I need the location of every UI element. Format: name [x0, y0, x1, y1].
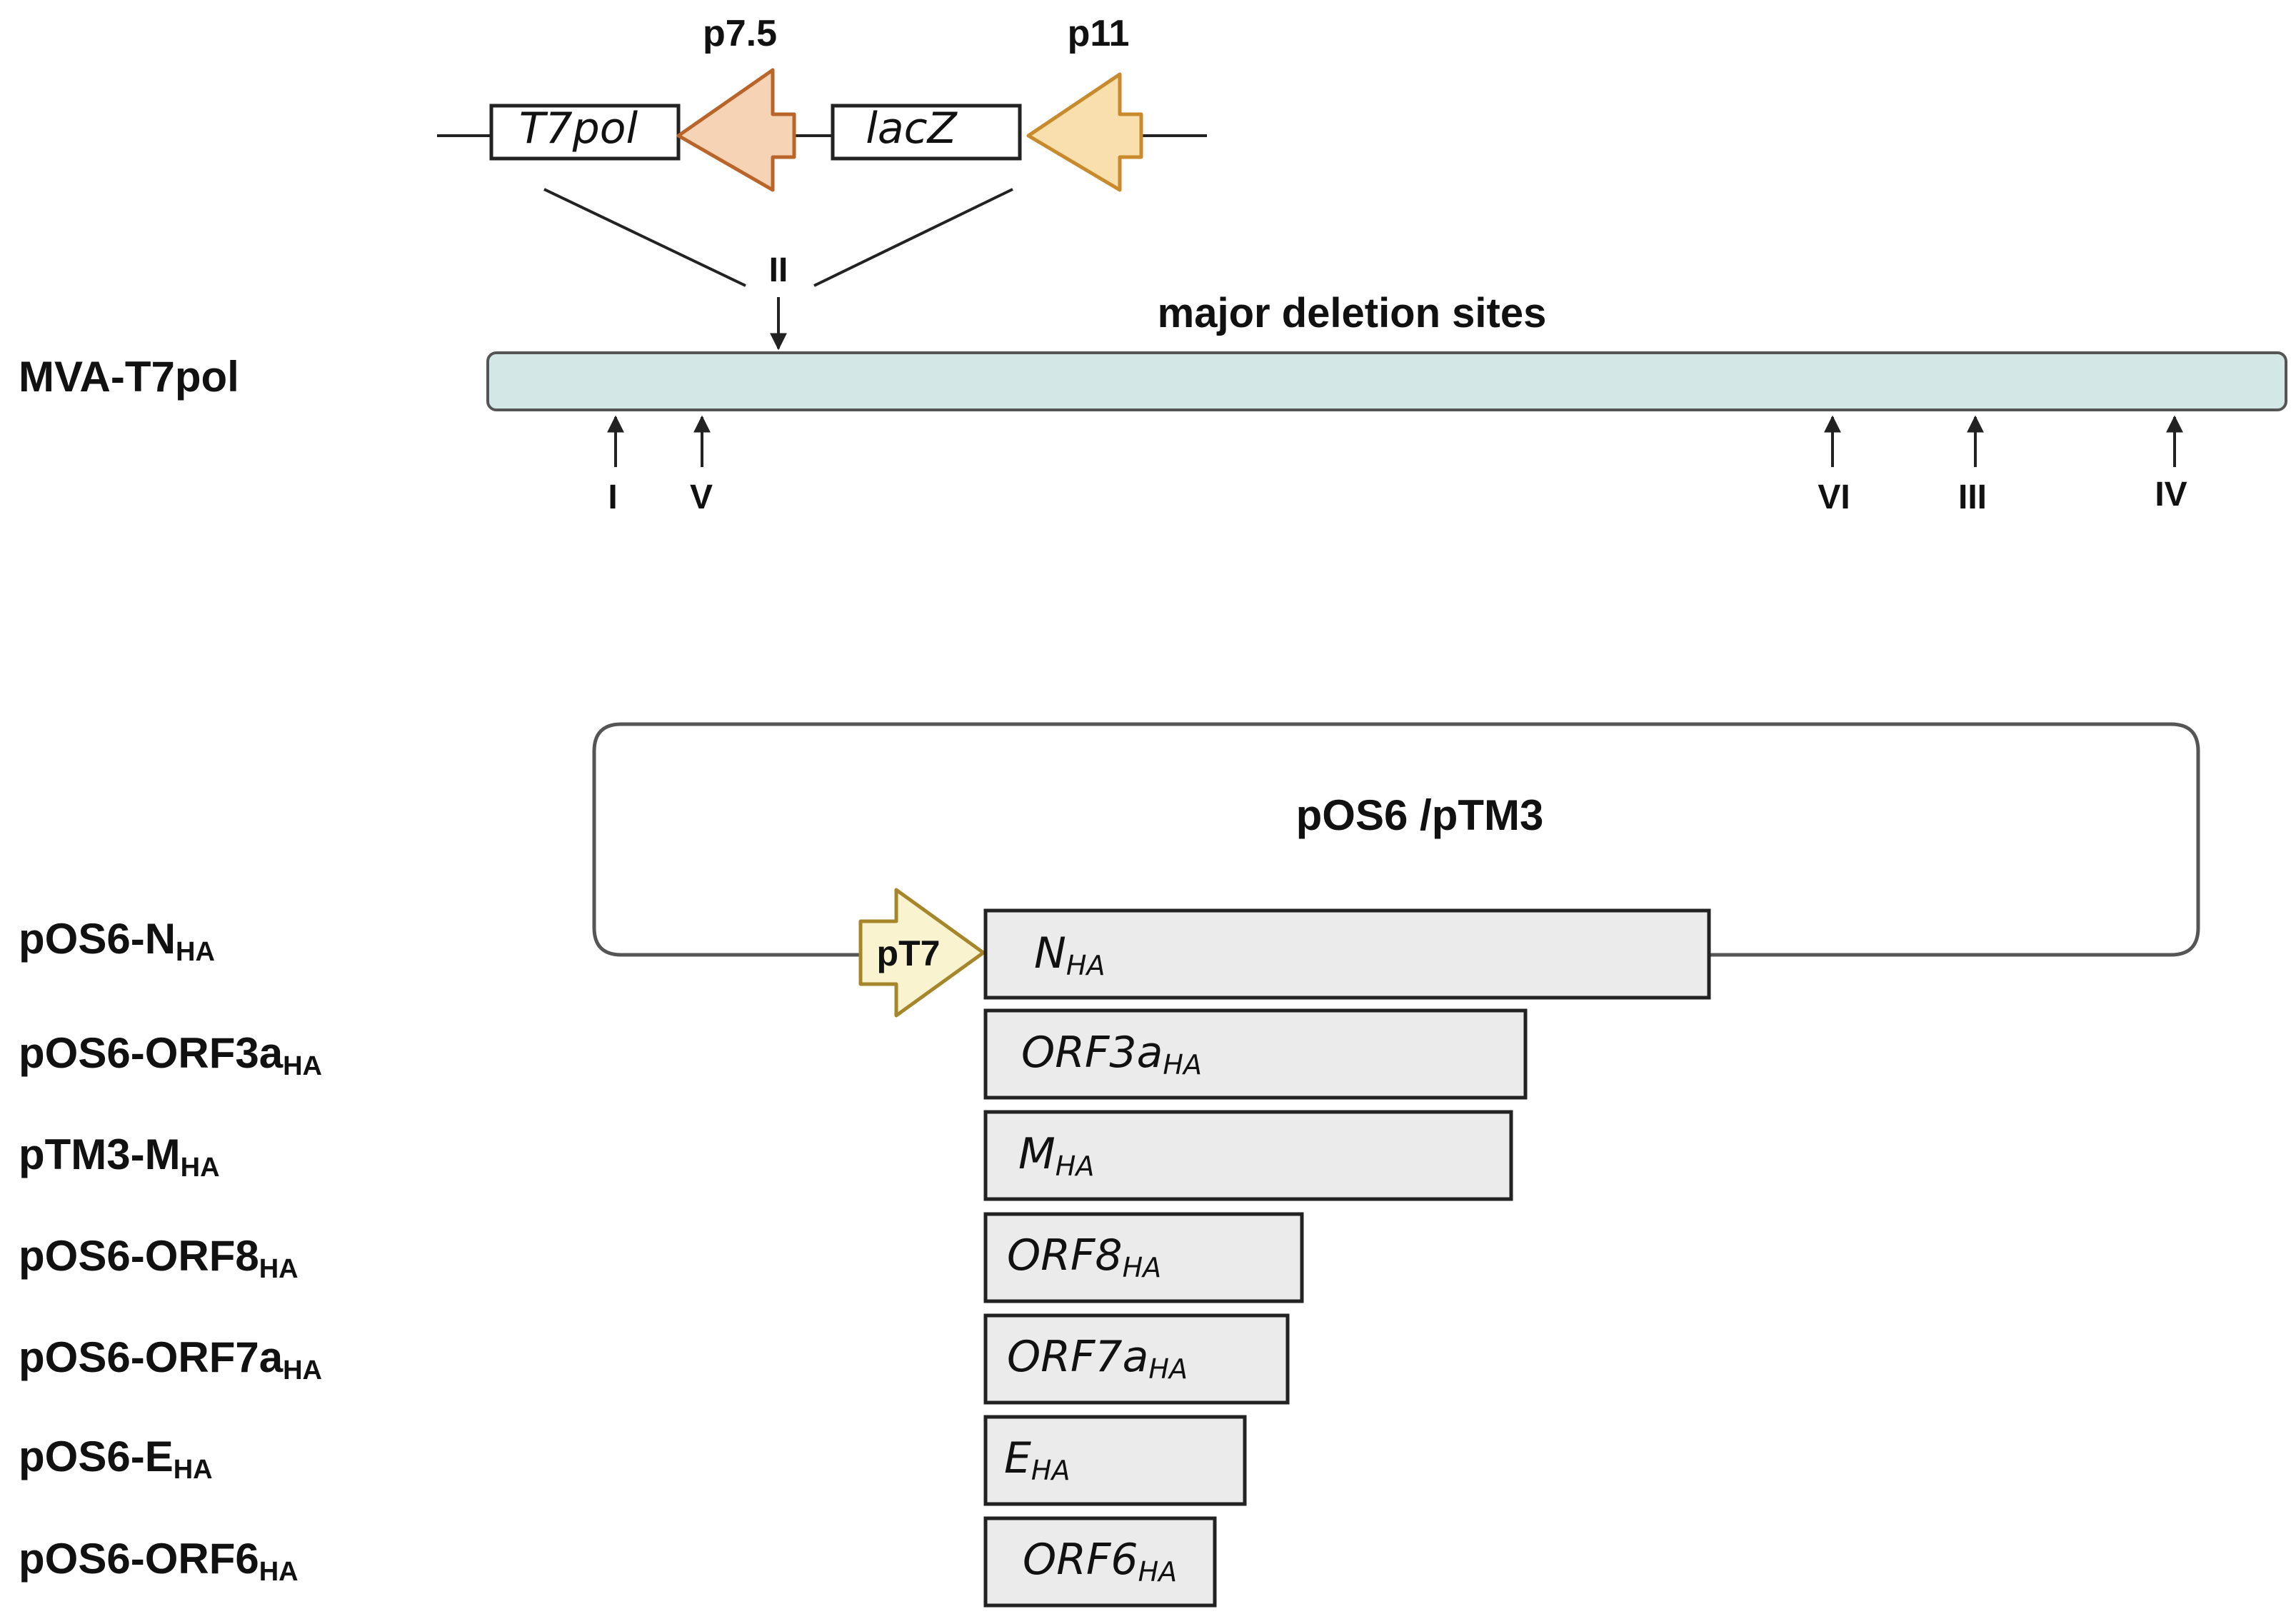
gene-bar-label: ORF6HA: [1023, 1535, 1177, 1588]
expression-cassette: T7pol p7.5 lacZ p11: [437, 13, 1207, 287]
pt7-promoter-arrow: [858, 888, 986, 1018]
genome-bar: [486, 351, 2287, 411]
gene-bar: [983, 1008, 1528, 1100]
construct-row: pOS6-NHA NHA: [19, 908, 1711, 1000]
construct-row: pOS6-ORF7aHA ORF7aHA: [19, 1313, 1290, 1405]
construct-row: pOS6-ORF8HA ORF8HA: [19, 1212, 1304, 1303]
gene-bar-label: ORF3aHA: [1021, 1028, 1202, 1081]
deletion-sites-caption: major deletion sites: [1158, 290, 1547, 336]
pt7-promoter-label: pT7: [877, 933, 941, 973]
lacz-gene-box: [831, 104, 1022, 161]
genome-label: MVA-T7pol: [19, 353, 239, 401]
p11-promoter-arrow: [1026, 72, 1143, 192]
lacz-gene-label: lacZ: [866, 104, 958, 154]
mva-genome: II major deletion sites MVA-T7pol I V VI…: [19, 251, 2287, 516]
gene-bar-label: ORF8HA: [1007, 1230, 1161, 1283]
site-v-label: V: [690, 478, 713, 516]
gene-bar-label: EHA: [1004, 1433, 1071, 1486]
construct-row: pOS6-ORF3aHA ORF3aHA: [19, 1008, 1528, 1100]
gene-bar: [983, 1516, 1217, 1608]
gene-bar: [983, 1415, 1247, 1506]
gene-bar-label: ORF7aHA: [1007, 1332, 1188, 1385]
p11-promoter-label: p11: [1068, 13, 1130, 54]
site-iii-label: III: [1958, 478, 1987, 516]
t7pol-gene-box: [489, 104, 681, 161]
gene-bar-label: MHA: [1018, 1129, 1094, 1182]
site-vi-label: VI: [1818, 478, 1850, 516]
plasmid-backbone: [592, 722, 2200, 957]
p75-promoter-arrow: [676, 68, 796, 192]
construct-row: pOS6-EHA EHA: [19, 1415, 1247, 1506]
plasmid-label: pOS6 /pTM3: [1296, 791, 1544, 839]
site-i-label: I: [608, 478, 617, 516]
deletion-site-markers: I V VI III IV: [607, 415, 2187, 516]
construct-label: pOS6-ORF6HA: [19, 1535, 299, 1587]
insertion-line-right: [813, 188, 1013, 287]
gene-bar: [983, 1313, 1290, 1405]
site-iv-label: IV: [2155, 476, 2187, 513]
p75-promoter-label: p7.5: [703, 13, 777, 54]
gene-bar: [983, 1110, 1513, 1201]
construct-label: pOS6-ORF8HA: [19, 1232, 299, 1284]
construct-label: pOS6-EHA: [19, 1433, 213, 1485]
gene-bar: [983, 908, 1711, 1000]
plasmid-vector: pOS6 /pTM3 pT7: [592, 722, 2200, 1018]
construct-label: pOS6-NHA: [19, 915, 215, 967]
construct-row: pTM3-MHA MHA: [19, 1110, 1513, 1201]
gene-bar: [983, 1212, 1304, 1303]
gene-bar-label: NHA: [1034, 928, 1105, 981]
construct-list: pOS6-NHA NHA pOS6-ORF3aHA ORF3aHA pTM3-M…: [19, 908, 1711, 1608]
construct-label: pOS6-ORF7aHA: [19, 1333, 322, 1385]
construct-label: pTM3-MHA: [19, 1131, 220, 1183]
insertion-line-left: [543, 188, 746, 287]
insertion-site-label: II: [769, 251, 788, 289]
construct-label: pOS6-ORF3aHA: [19, 1029, 322, 1081]
construct-row: pOS6-ORF6HA ORF6HA: [19, 1516, 1217, 1608]
t7pol-gene-label: T7pol: [519, 104, 638, 154]
